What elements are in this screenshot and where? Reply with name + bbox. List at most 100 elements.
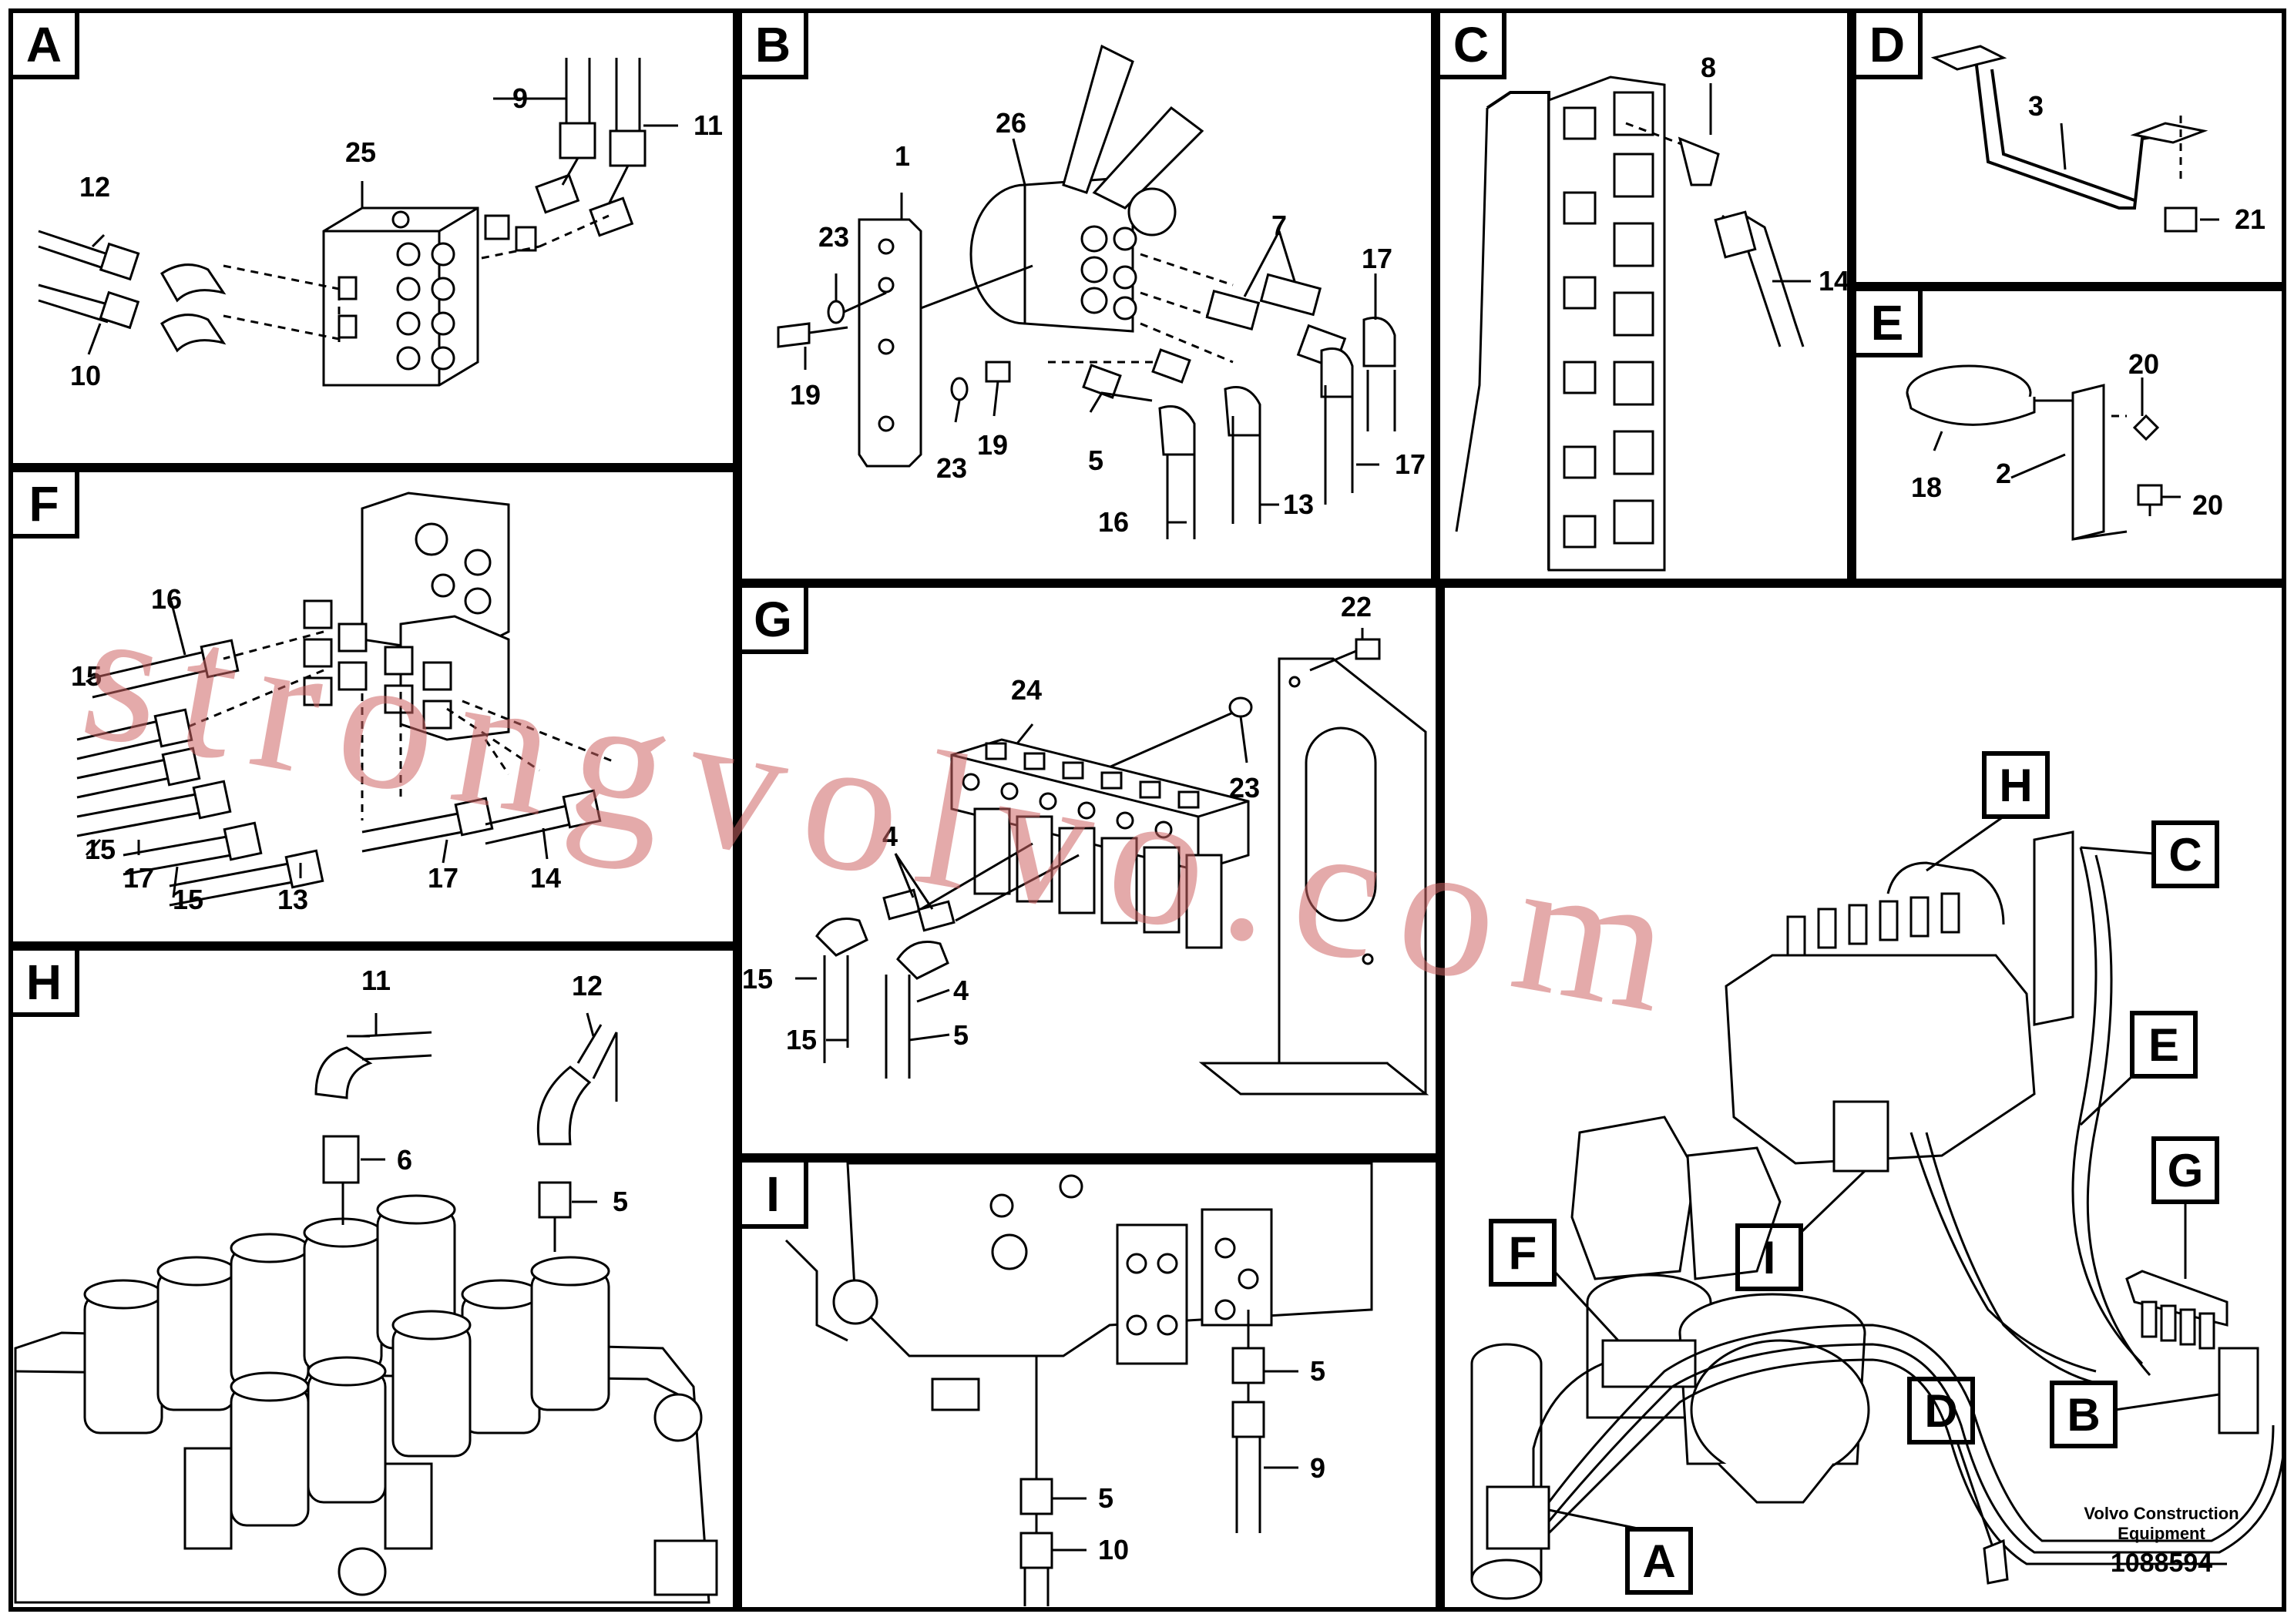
svg-text:19: 19 bbox=[790, 379, 821, 411]
svg-text:16: 16 bbox=[151, 583, 182, 615]
svg-text:15: 15 bbox=[173, 884, 203, 915]
svg-text:12: 12 bbox=[79, 171, 110, 203]
svg-text:15: 15 bbox=[71, 660, 102, 692]
svg-text:C: C bbox=[2168, 829, 2202, 881]
svg-text:A: A bbox=[26, 17, 62, 72]
svg-text:G: G bbox=[754, 592, 792, 647]
svg-text:5: 5 bbox=[1088, 445, 1103, 476]
panel-i-drawing: 5 5 9 10 bbox=[784, 1162, 1373, 1606]
svg-text:17: 17 bbox=[1395, 448, 1426, 480]
svg-text:26: 26 bbox=[996, 107, 1026, 139]
callout-f: F bbox=[1489, 1219, 1620, 1342]
panel-e-drawing: 20 18 2 20 bbox=[1906, 348, 2223, 541]
callout-d: D bbox=[1907, 1377, 1993, 1545]
panel-e-frame bbox=[1852, 287, 2286, 583]
svg-text:D: D bbox=[1869, 17, 1905, 72]
panel-c-frame bbox=[1436, 8, 1852, 583]
panel-c-tag: C bbox=[1436, 8, 1506, 79]
svg-text:E: E bbox=[1871, 295, 1904, 351]
panel-d-tag: D bbox=[1852, 8, 1923, 79]
svg-text:21: 21 bbox=[2235, 203, 2265, 235]
callout-i: I bbox=[1735, 1169, 1866, 1291]
svg-text:17: 17 bbox=[1362, 243, 1392, 274]
callout-h: H bbox=[1926, 751, 2050, 872]
svg-text:12: 12 bbox=[572, 970, 603, 1002]
svg-text:B: B bbox=[2067, 1389, 2100, 1441]
panel-b-drawing: 1 26 23 7 17 19 23 19 5 13 17 16 bbox=[777, 44, 1426, 539]
panel-c-drawing: 8 14 bbox=[1455, 52, 1849, 572]
svg-text:16: 16 bbox=[1098, 506, 1129, 538]
svg-text:5: 5 bbox=[1098, 1482, 1113, 1514]
svg-text:4: 4 bbox=[953, 975, 969, 1006]
svg-text:F: F bbox=[1509, 1227, 1537, 1279]
svg-text:22: 22 bbox=[1341, 591, 1372, 622]
svg-text:23: 23 bbox=[818, 221, 849, 253]
svg-text:A: A bbox=[1642, 1535, 1675, 1587]
svg-text:14: 14 bbox=[1819, 265, 1849, 297]
svg-text:5: 5 bbox=[953, 1019, 969, 1051]
svg-text:9: 9 bbox=[1310, 1452, 1325, 1484]
svg-text:20: 20 bbox=[2192, 489, 2223, 521]
svg-text:20: 20 bbox=[2128, 348, 2159, 380]
svg-text:17: 17 bbox=[428, 862, 458, 894]
panel-e-tag: E bbox=[1852, 287, 1923, 357]
svg-text:D: D bbox=[1924, 1385, 1957, 1437]
svg-text:13: 13 bbox=[277, 884, 308, 915]
svg-text:23: 23 bbox=[936, 452, 967, 484]
svg-text:11: 11 bbox=[361, 965, 391, 996]
svg-text:7: 7 bbox=[1271, 210, 1287, 241]
panel-d-drawing: 3 21 bbox=[1930, 45, 2265, 235]
panel-g-tag: G bbox=[737, 583, 808, 654]
panel-g-frame bbox=[737, 583, 1440, 1158]
svg-text:4: 4 bbox=[882, 820, 898, 852]
caption-line-1: Volvo Construction bbox=[2084, 1504, 2239, 1523]
svg-text:11: 11 bbox=[694, 109, 723, 141]
panel-d-frame bbox=[1852, 8, 2286, 287]
svg-text:5: 5 bbox=[613, 1186, 628, 1217]
svg-text:24: 24 bbox=[1011, 674, 1042, 706]
svg-text:6: 6 bbox=[397, 1144, 412, 1176]
svg-text:17: 17 bbox=[123, 862, 154, 894]
callout-b: B bbox=[2050, 1381, 2220, 1448]
svg-text:14: 14 bbox=[530, 862, 561, 894]
svg-text:18: 18 bbox=[1911, 471, 1942, 503]
panel-b-frame bbox=[737, 8, 1436, 583]
svg-text:F: F bbox=[29, 476, 59, 532]
svg-text:9: 9 bbox=[512, 82, 528, 114]
panel-f-frame bbox=[8, 468, 737, 946]
callout-a: A bbox=[1548, 1508, 1693, 1595]
callout-c: C bbox=[2080, 820, 2219, 888]
panel-b-tag: B bbox=[737, 8, 808, 79]
svg-text:13: 13 bbox=[1283, 488, 1314, 520]
svg-text:B: B bbox=[755, 17, 791, 72]
svg-text:15: 15 bbox=[742, 963, 773, 995]
panel-a-frame bbox=[8, 8, 737, 468]
caption-line-2: Equipment bbox=[2118, 1524, 2205, 1543]
svg-text:3: 3 bbox=[2028, 90, 2044, 122]
svg-text:23: 23 bbox=[1229, 772, 1260, 804]
panel-h-frame bbox=[8, 946, 737, 1612]
svg-text:15: 15 bbox=[85, 834, 116, 865]
panel-f-tag: F bbox=[8, 468, 79, 539]
svg-text:5: 5 bbox=[1310, 1355, 1325, 1387]
callout-g: G bbox=[2151, 1136, 2219, 1279]
callout-e: E bbox=[2079, 1011, 2198, 1126]
panel-a-drawing: 9 11 12 25 10 bbox=[38, 58, 723, 391]
panel-g-drawing: 22 24 23 4 15 4 15 5 bbox=[742, 591, 1429, 1096]
overview-frame bbox=[1440, 583, 2286, 1612]
svg-text:G: G bbox=[2168, 1145, 2204, 1196]
document-number: 1088594 bbox=[2111, 1549, 2212, 1578]
svg-text:H: H bbox=[26, 955, 62, 1010]
svg-text:10: 10 bbox=[1098, 1534, 1129, 1565]
panel-f-drawing: 16 15 15 17 15 13 17 14 bbox=[71, 492, 617, 915]
panel-h-tag: H bbox=[8, 946, 79, 1017]
svg-text:I: I bbox=[766, 1166, 780, 1222]
svg-text:8: 8 bbox=[1701, 52, 1716, 83]
svg-text:19: 19 bbox=[977, 429, 1008, 461]
panel-i-frame bbox=[737, 1158, 1440, 1612]
svg-text:C: C bbox=[1453, 17, 1489, 72]
panel-i-tag: I bbox=[737, 1158, 808, 1229]
svg-text:E: E bbox=[2148, 1019, 2179, 1071]
panel-a-tag: A bbox=[8, 8, 79, 79]
